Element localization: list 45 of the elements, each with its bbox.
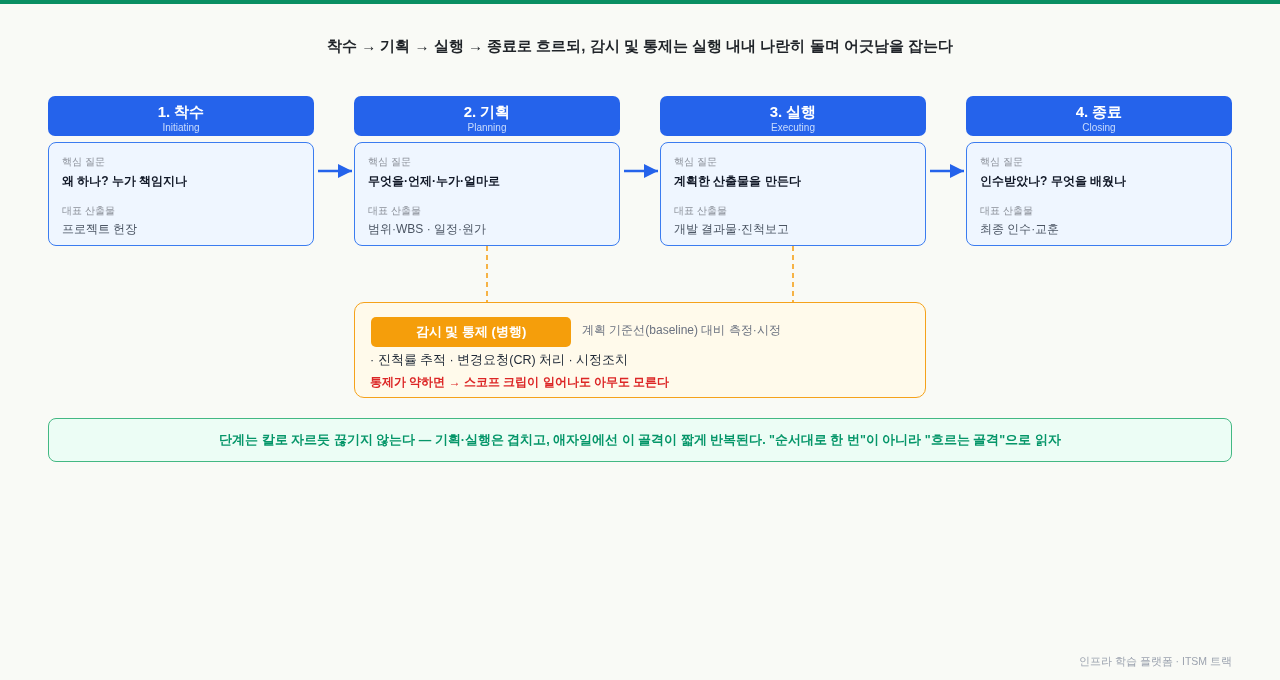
monitoring-panel	[354, 302, 926, 398]
arrow	[930, 164, 964, 178]
question-text: 무엇을·언제·누가·얼마로	[368, 173, 500, 190]
note-banner: 단계는 칼로 자르듯 끊기지 않는다 — 기획·실행은 겹치고, 애자일에선 이 골격이 짧게 반복된다. "순서대로 한 번"이 아니라 "흐르는 골격"으로 읽자	[48, 418, 1232, 462]
stage-card	[660, 142, 926, 246]
stage-subtitle: Closing	[1082, 122, 1116, 134]
stage-header	[48, 96, 314, 136]
warning-text: 통제가 약하면 → 스코프 크립이 일어나도 아무도 모른다	[370, 374, 670, 391]
field-label: 핵심 질문	[62, 155, 105, 169]
question-text: 왜 하나? 누가 책임지나	[62, 173, 188, 190]
stage-card	[966, 142, 1232, 246]
stage-subtitle: Initiating	[162, 122, 200, 134]
stage-title: 3. 실행	[769, 102, 817, 122]
field-label: 대표 산출물	[62, 204, 115, 218]
field-label: 핵심 질문	[674, 155, 717, 169]
dashed-connector	[792, 245, 794, 303]
field-label: 대표 산출물	[674, 204, 727, 218]
field-label: 핵심 질문	[368, 155, 411, 169]
stage-title: 2. 기획	[463, 102, 511, 122]
badge-caption: 계획 기준선(baseline) 대비 측정·시정	[582, 322, 781, 338]
stage-title: 1. 착수	[157, 102, 205, 122]
deliverable-text: 프로젝트 헌장	[62, 221, 138, 238]
stage-header	[966, 96, 1232, 136]
field-label: 대표 산출물	[368, 204, 421, 218]
activity-list: · 진척률 추적 · 변경요청(CR) 처리 · 시정조치	[370, 351, 629, 369]
stage-subtitle: Executing	[771, 122, 815, 134]
arrow	[318, 164, 352, 178]
arrow	[624, 164, 658, 178]
dashed-connector	[486, 245, 488, 303]
stage-header	[354, 96, 620, 136]
deliverable-text: 범위·WBS · 일정·원가	[368, 221, 486, 238]
stage-header	[660, 96, 926, 136]
deliverable-text: 최종 인수·교훈	[980, 221, 1060, 238]
title: 착수 → 기획 → 실행 → 종료로 흐르되, 감시 및 통제는 실행 내내 나란히 돌며 어긋남을 잡는다	[327, 37, 953, 55]
question-text: 계획한 산출물을 만든다	[674, 173, 801, 190]
question-text: 인수받았나? 무엇을 배웠나	[980, 173, 1126, 190]
phase-badge: 감시 및 통제 (병행)	[371, 317, 571, 347]
field-label: 핵심 질문	[980, 155, 1023, 169]
field-label: 대표 산출물	[980, 204, 1033, 218]
footer-note: 인프라 학습 플랫폼 · ITSM 트랙	[1078, 654, 1232, 668]
stage-card	[48, 142, 314, 246]
stage-card	[354, 142, 620, 246]
stage-title: 4. 종료	[1075, 102, 1123, 122]
deliverable-text: 개발 결과물·진척보고	[674, 221, 790, 238]
stage-subtitle: Planning	[467, 122, 507, 134]
